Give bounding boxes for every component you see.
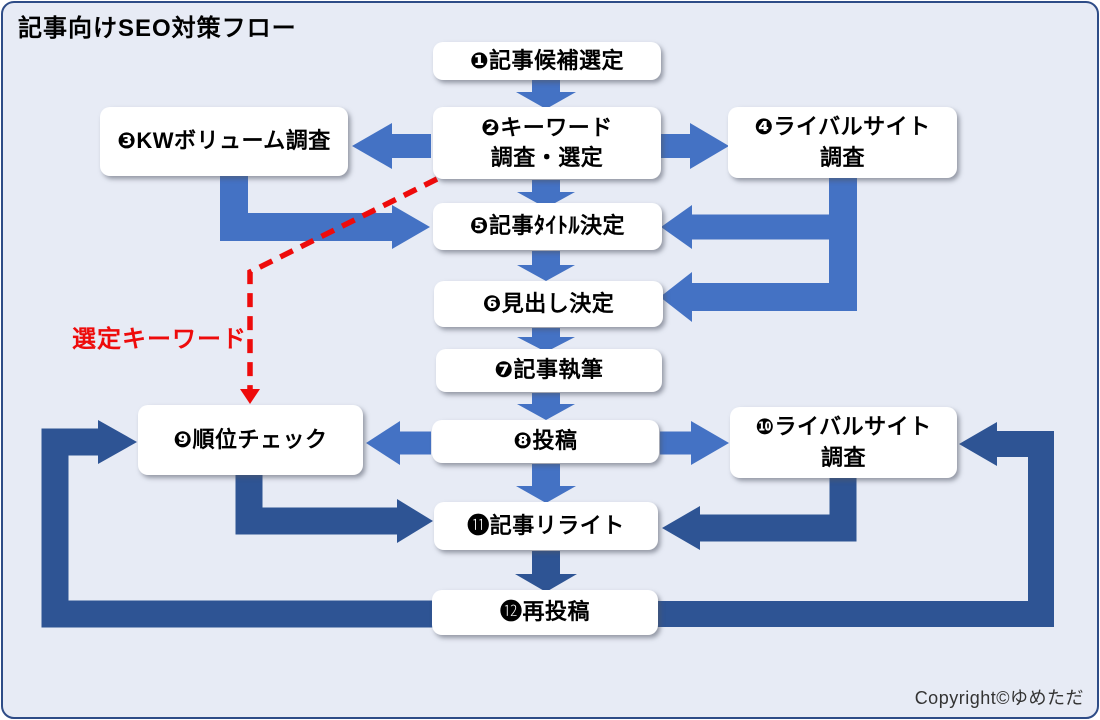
- arrow-6-to-7-head: [517, 337, 575, 352]
- selected-keyword-label: 選定キーワード: [72, 326, 247, 353]
- diagram-title: 記事向けSEO対策フロー: [18, 15, 297, 42]
- copyright-text: Copyright©ゆめただ: [914, 688, 1084, 708]
- node-repost: ⓬再投稿: [432, 590, 658, 635]
- node-article-candidate-selection: ❶記事候補選定: [433, 42, 661, 80]
- loop-12-to-10-head: [959, 422, 997, 466]
- node-article-title-decision: ❺記事ﾀｲﾄﾙ決定: [433, 203, 662, 250]
- arrow-4-to-6-head: [660, 272, 692, 322]
- arrow-8-to-11-head: [516, 486, 576, 503]
- arrow-11-to-12-head: [515, 574, 577, 592]
- arrow-10-to-11-head: [662, 506, 700, 550]
- arrow-3-to-5-elbow: [220, 176, 393, 241]
- arrow-9-to-11-elbow: [235, 475, 398, 535]
- arrow-4-to-5-head: [661, 205, 692, 249]
- node-keyword-research-selection: ❷キーワード 調査・選定: [433, 107, 661, 179]
- node-rival-site-research-2: ❿ライバルサイト 調査: [730, 407, 957, 478]
- arrow-2-to-3-head: [352, 123, 392, 169]
- arrow-2-to-4-head: [690, 123, 729, 169]
- node-post: ❽投稿: [432, 420, 659, 463]
- loop-12-to-9-elbow: [41, 428, 560, 628]
- arrow-3-to-5-head: [392, 205, 430, 249]
- arrow-2-to-5-head: [517, 192, 575, 208]
- loop-12-to-10-elbow: [560, 431, 1054, 627]
- arrow-1-to-2-head: [516, 92, 576, 109]
- arrow-8-to-9-head: [366, 421, 400, 465]
- node-article-writing: ❼記事執筆: [436, 349, 662, 392]
- arrow-8-to-10-head: [691, 421, 729, 465]
- keyword-dashed-line: [247, 176, 439, 391]
- node-rival-site-research: ❹ライバルサイト 調査: [728, 107, 957, 178]
- arrow-9-to-11-head: [397, 499, 433, 543]
- arrow-5-to-6-head: [517, 265, 575, 281]
- arrow-7-to-8-head: [517, 404, 575, 420]
- loop-12-to-9-head: [98, 420, 137, 464]
- node-article-rewrite: ⓫記事リライト: [434, 502, 658, 550]
- arrow-10-to-11-elbow: [699, 478, 857, 542]
- keyword-arrow-head: [240, 389, 260, 404]
- node-heading-decision: ❻見出し決定: [434, 281, 663, 327]
- node-kw-volume-research: ❸KWボリューム調査: [100, 107, 348, 176]
- node-rank-check: ❾順位チェック: [138, 405, 363, 475]
